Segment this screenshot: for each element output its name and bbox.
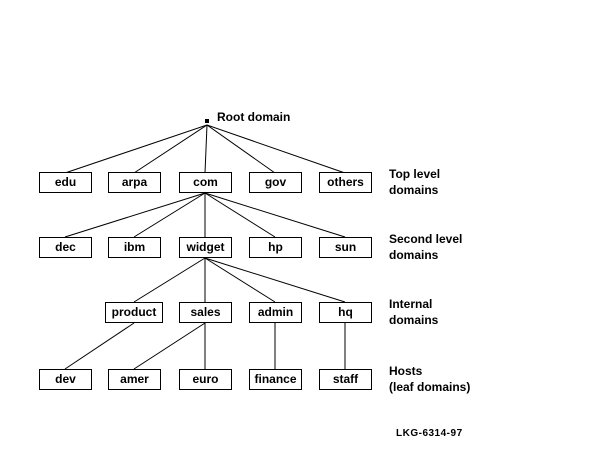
- node-edu: edu: [39, 172, 92, 193]
- node-gov: gov: [249, 172, 302, 193]
- node-hp: hp: [249, 237, 302, 258]
- node-dec: dec: [39, 237, 92, 258]
- root-node-marker: [205, 119, 209, 123]
- edge-widget-admin: [204, 257, 276, 303]
- node-com: com: [179, 172, 232, 193]
- node-sales: sales: [179, 302, 232, 323]
- level-label-hosts-line2: (leaf domains): [389, 380, 471, 394]
- node-product: product: [105, 302, 163, 323]
- level-label-internal-line2: domains: [389, 313, 439, 327]
- level-label-second-line2: domains: [389, 248, 439, 262]
- level-label-hosts: Hosts (leaf domains): [389, 363, 470, 395]
- edge-sales-amer: [133, 322, 206, 370]
- node-arpa: arpa: [108, 172, 161, 193]
- edge-com-ibm: [133, 192, 206, 238]
- edge-root-others: [206, 124, 346, 174]
- edge-product-dev: [64, 322, 135, 370]
- edge-root-arpa: [133, 124, 208, 174]
- node-sun: sun: [319, 237, 372, 258]
- node-finance: finance: [249, 369, 302, 390]
- edge-widget-hq: [204, 257, 346, 303]
- node-euro: euro: [179, 369, 232, 390]
- level-label-hosts-line1: Hosts: [389, 364, 423, 378]
- edge-root-gov: [206, 124, 276, 174]
- node-hq: hq: [319, 302, 372, 323]
- edge-com-dec: [64, 192, 206, 238]
- level-label-top: Top level domains: [389, 166, 440, 198]
- figure-id: LKG-6314-97: [396, 428, 463, 439]
- edge-root-edu: [64, 124, 208, 174]
- root-domain-label: Root domain: [217, 110, 291, 124]
- edge-widget-product: [133, 257, 206, 303]
- edge-com-hp: [204, 192, 276, 238]
- edge-com-sun: [204, 192, 346, 238]
- edge-root-com: [204, 124, 208, 174]
- node-amer: amer: [108, 369, 161, 390]
- node-admin: admin: [249, 302, 302, 323]
- level-label-internal-line1: Internal: [389, 297, 433, 311]
- node-dev: dev: [39, 369, 92, 390]
- node-ibm: ibm: [108, 237, 161, 258]
- node-widget: widget: [179, 237, 232, 258]
- level-label-internal: Internal domains: [389, 296, 438, 328]
- level-label-top-line1: Top level: [389, 167, 441, 181]
- node-others: others: [319, 172, 372, 193]
- level-label-top-line2: domains: [389, 183, 439, 197]
- level-label-second: Second level domains: [389, 231, 462, 263]
- node-staff: staff: [319, 369, 372, 390]
- level-label-second-line1: Second level: [389, 232, 463, 246]
